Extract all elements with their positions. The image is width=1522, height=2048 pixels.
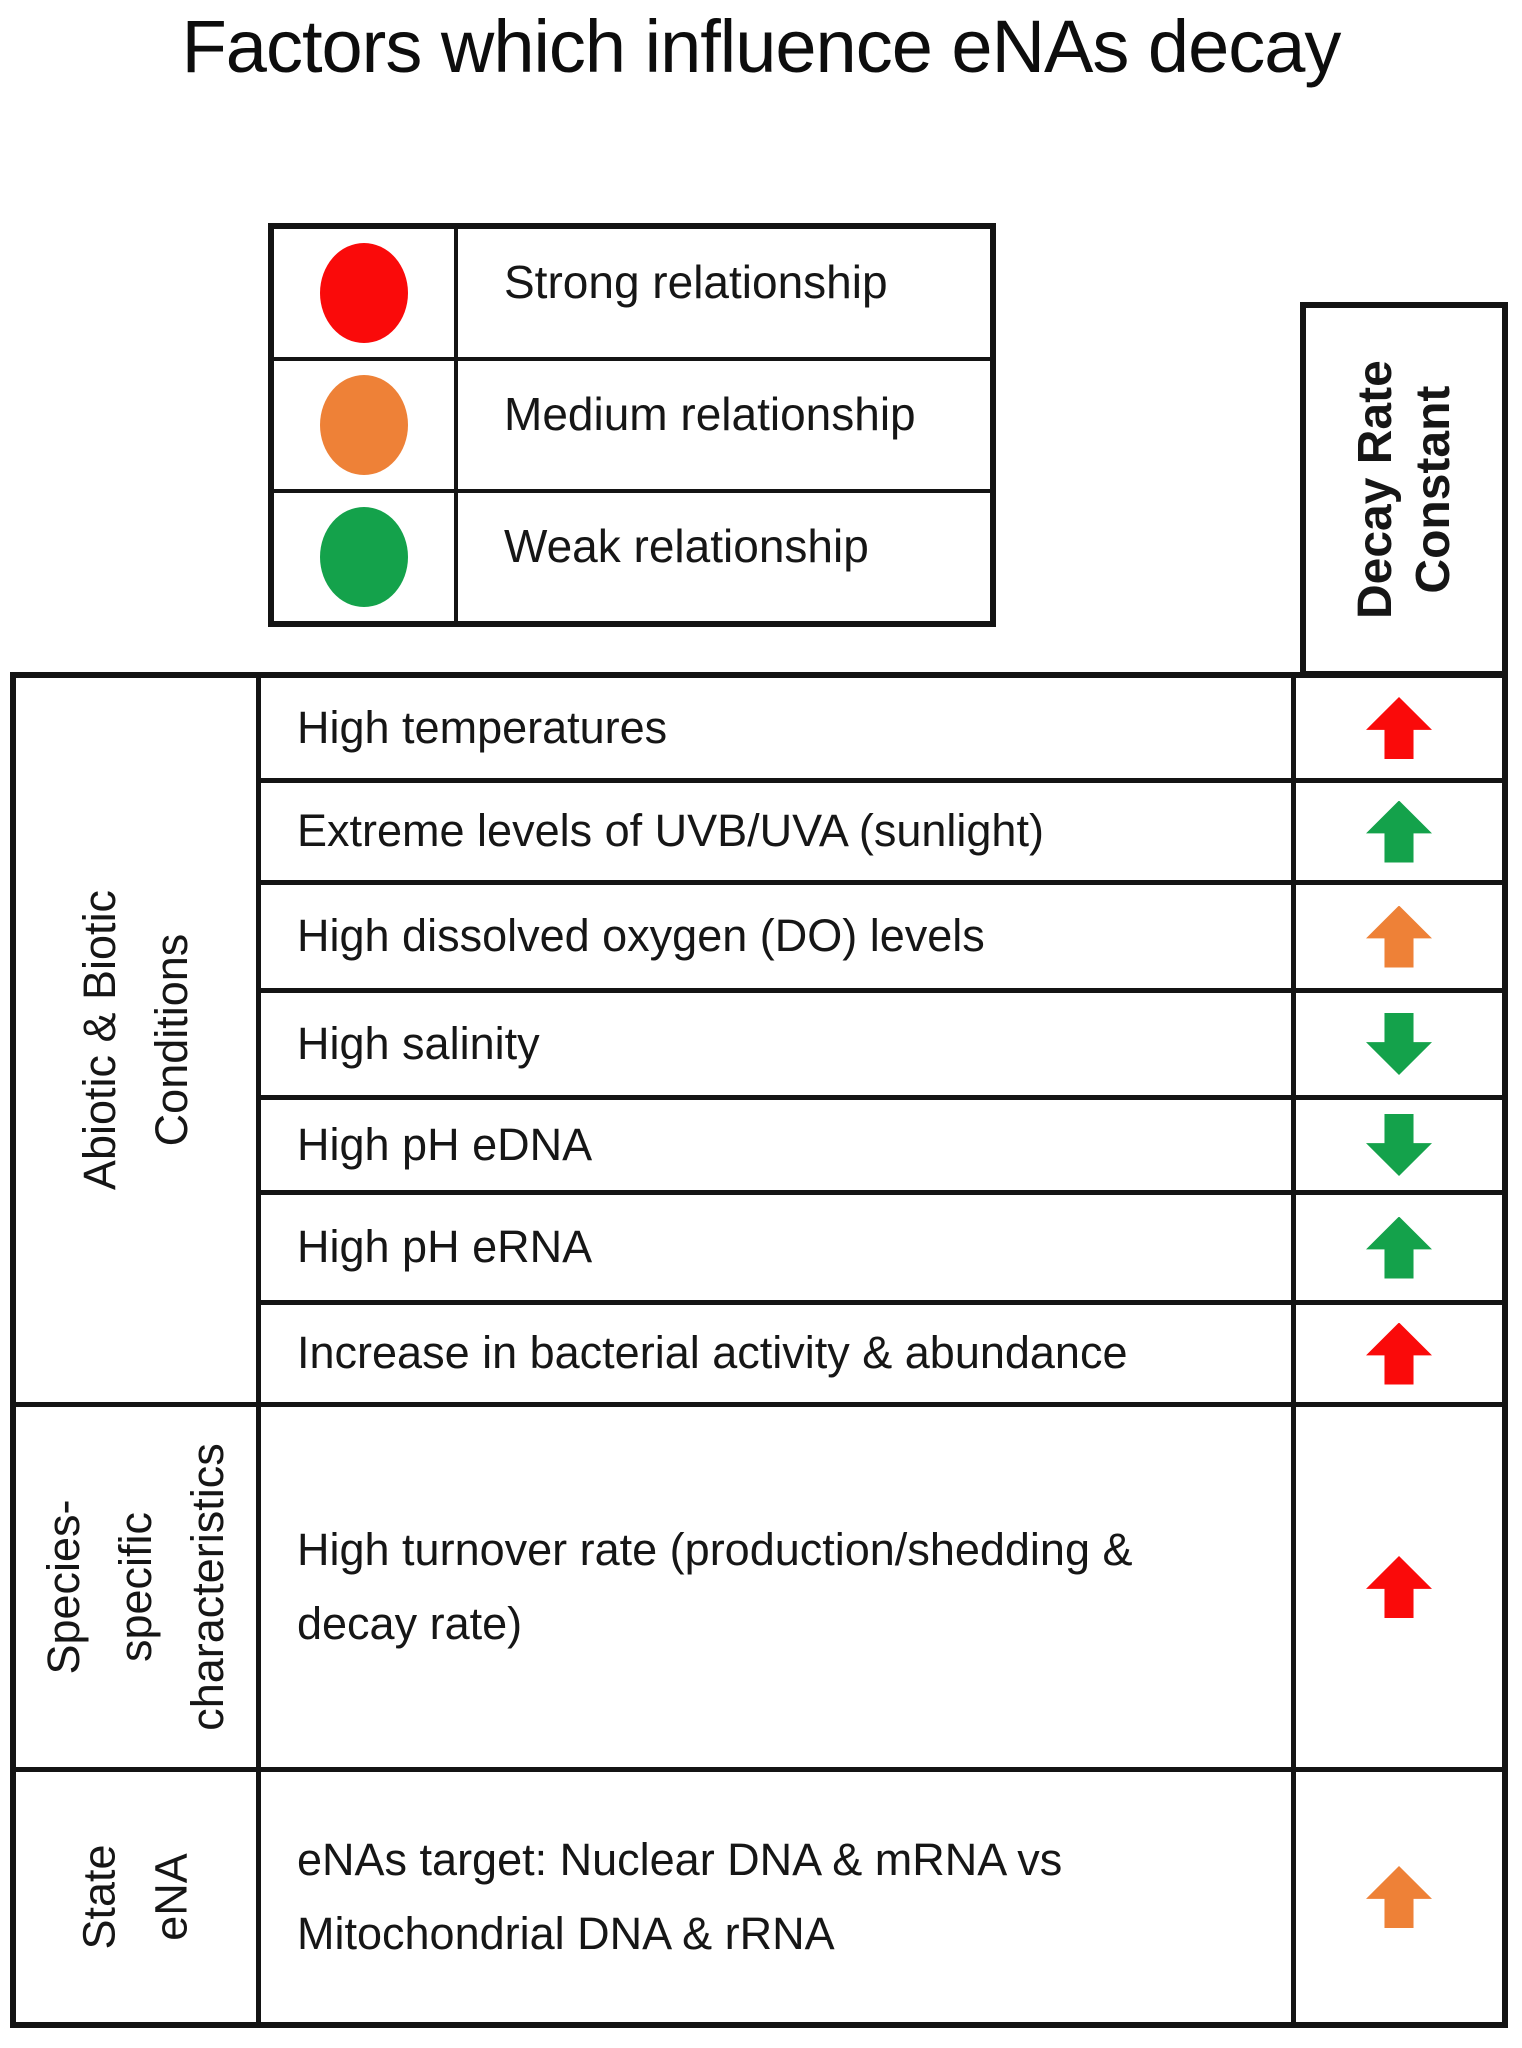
factor-high-temperatures: High temperatures [261,678,1291,778]
factor-high-ph-edna: High pH eDNA [261,1100,1291,1190]
legend-row-medium [274,361,454,489]
legend-table: Strong relationship Medium relationship … [268,223,996,627]
factor-bacterial-activity: Increase in bacterial activity & abundan… [261,1305,1291,1402]
decay-rate-constant-header: Decay Rate Constant [1300,302,1508,677]
strong-dot-icon [320,243,408,343]
decay-rate-constant-label: Decay Rate Constant [1348,360,1460,619]
decay-arrow-icon [1366,1216,1432,1279]
factor-high-ph-erna: High pH eRNA [261,1195,1291,1300]
factors-table: Abiotic & Biotic Conditions High tempera… [10,672,1508,2028]
factor-enas-target: eNAs target: Nuclear DNA & mRNA vs Mitoc… [261,1772,1291,2022]
section-label-state-ena: State eNA [16,1772,256,2022]
decay-arrow-icon [1366,800,1432,863]
decay-arrow-icon [1366,1114,1432,1176]
decay-arrow-icon [1366,1322,1432,1385]
decay-arrow-icon [1366,697,1432,759]
decay-arrow-icon [1366,1013,1432,1075]
decay-cell-high-ph-erna [1296,1195,1502,1300]
factor-turnover-rate: High turnover rate (production/shedding … [261,1407,1291,1767]
decay-cell-enas-target [1296,1772,1502,2022]
decay-arrow-icon [1366,905,1432,968]
factor-dissolved-oxygen: High dissolved oxygen (DO) levels [261,885,1291,988]
legend-label-weak: Weak relationship [458,493,990,621]
decay-cell-high-salinity [1296,993,1502,1095]
section-label-species-specific-characteristics: Species- specific characteristics [16,1407,256,1767]
decay-cell-dissolved-oxygen [1296,885,1502,988]
legend-label: Weak relationship [504,520,869,572]
section-label-abiotic-biotic-conditions: Abiotic & Biotic Conditions [16,678,256,1402]
decay-cell-uvb-uva [1296,783,1502,880]
legend-label-strong: Strong relationship [458,229,990,357]
decay-cell-high-temperatures [1296,678,1502,778]
legend-label: Medium relationship [504,388,916,440]
page-title: Factors which influence eNAs decay [181,5,1342,88]
factor-high-salinity: High salinity [261,993,1291,1095]
decay-arrow-icon [1366,1866,1432,1928]
legend-row-strong [274,229,454,357]
factor-uvb-uva-sunlight: Extreme levels of UVB/UVA (sunlight) [261,783,1291,880]
decay-arrow-icon [1366,1556,1432,1618]
weak-dot-icon [320,507,408,607]
medium-dot-icon [320,375,408,475]
legend-label-medium: Medium relationship [458,361,990,489]
legend-label: Strong relationship [504,256,888,308]
legend-row-weak [274,493,454,621]
decay-cell-high-ph-edna [1296,1100,1502,1190]
decay-cell-bacterial-activity [1296,1305,1502,1402]
decay-cell-turnover-rate [1296,1407,1502,1767]
